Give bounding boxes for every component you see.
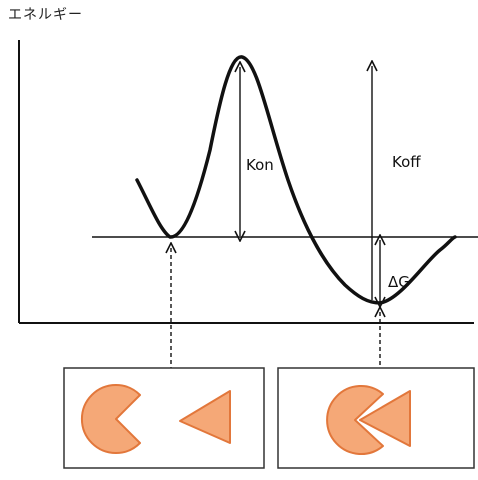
delta-g-label: ΔG — [388, 273, 410, 291]
energy-curve — [135, 55, 457, 305]
pacman-shape — [81, 384, 141, 454]
kon-label: Kon — [246, 156, 274, 174]
pacman-shape — [326, 385, 384, 455]
triangle-shape — [359, 390, 411, 447]
y-axis-label: エネルギー — [8, 7, 83, 23]
triangle-shape — [179, 390, 231, 444]
koff-label: Koff — [392, 153, 421, 171]
